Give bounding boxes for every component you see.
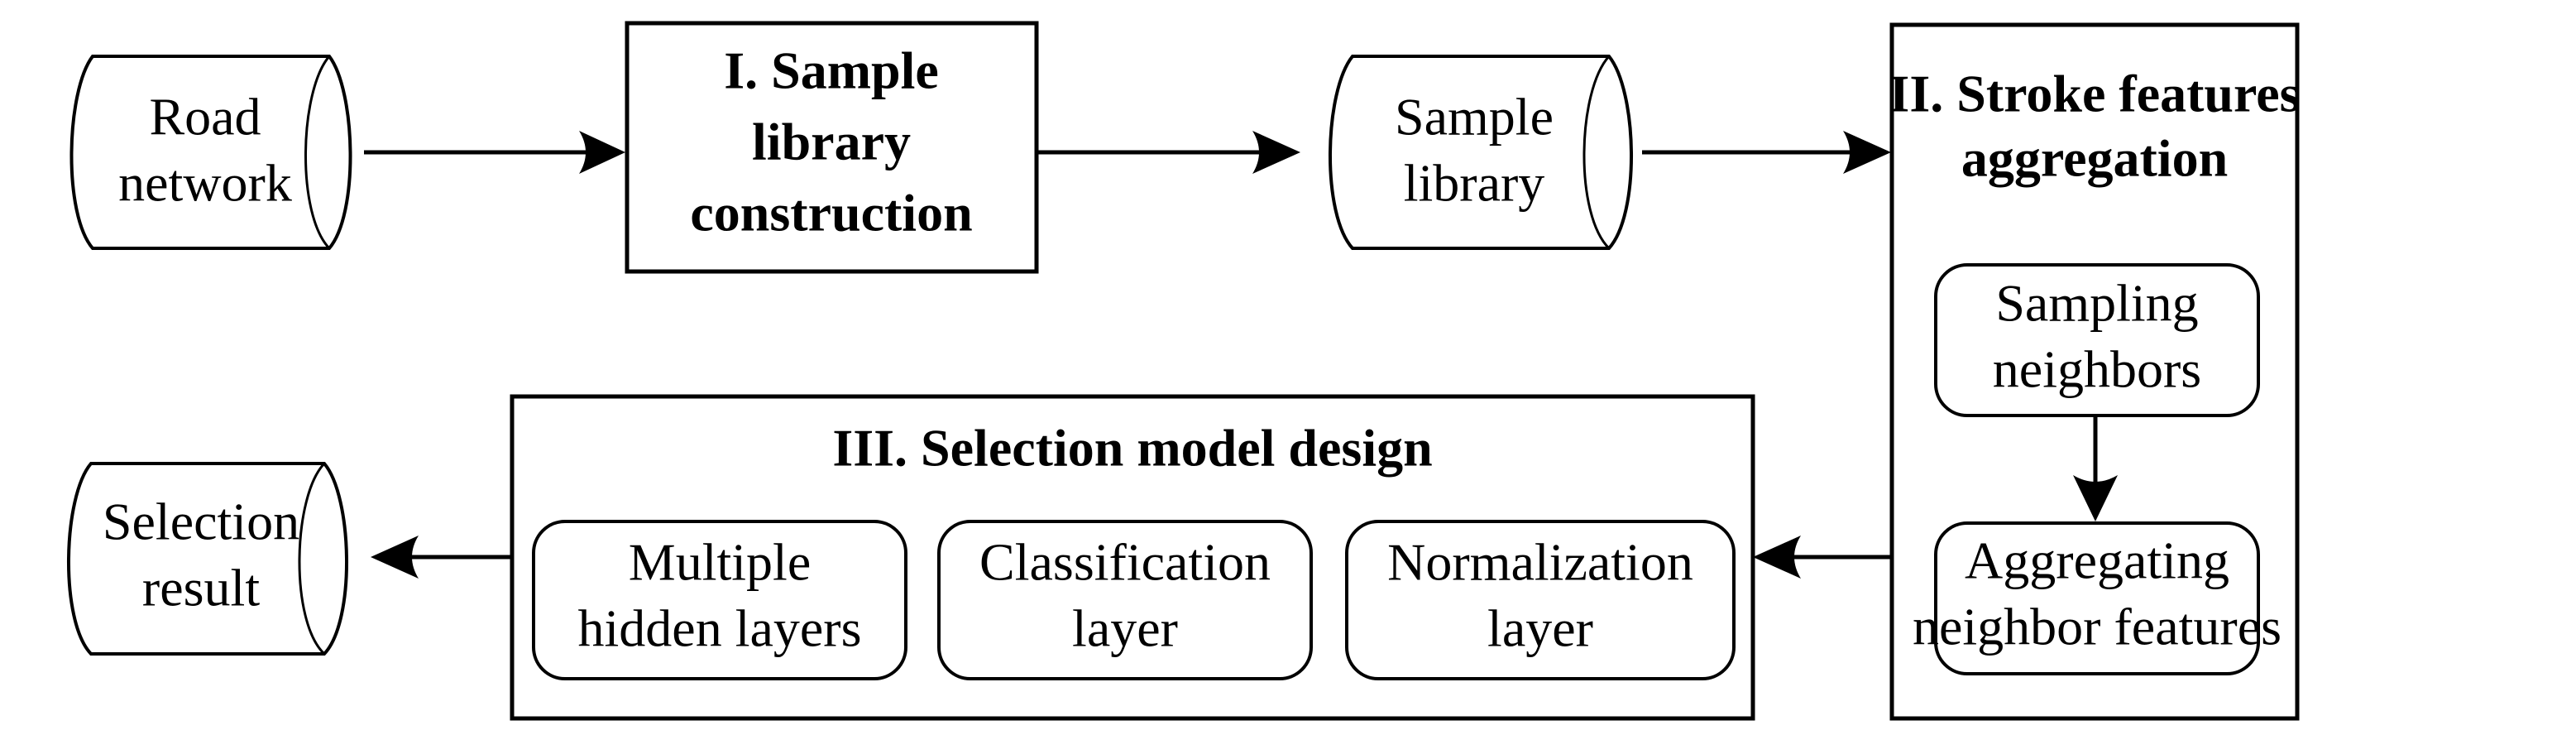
node-multiple-hidden-layers[interactable]: Multiple hidden layers — [532, 520, 907, 680]
normalization-layer-box — [1345, 520, 1736, 680]
node-aggregating-neighbor-features[interactable]: Aggregating neighbor features — [1913, 521, 2282, 675]
classification-layer-box — [937, 520, 1313, 680]
sample-library-cylinder-cap — [1582, 55, 1611, 250]
node-sample-library[interactable]: Sample library — [1329, 55, 1633, 250]
road-network-cylinder-cap — [304, 55, 331, 250]
edge-stage1-to-sample-library — [1037, 131, 1300, 174]
edge-sample-library-to-stage2 — [1642, 131, 1891, 174]
node-selection-result[interactable]: Selection result — [67, 462, 348, 656]
multiple-hidden-layers-box — [532, 520, 907, 680]
normalization-layer-label-line2: layer — [1487, 599, 1593, 658]
sample-library-label-line1: Sample — [1395, 88, 1554, 147]
stage1-label-line2: library — [752, 113, 911, 171]
arrowhead-left-icon — [371, 536, 419, 579]
node-normalization-layer[interactable]: Normalization layer — [1345, 520, 1736, 680]
normalization-layer-label-line1: Normalization — [1387, 533, 1693, 592]
arrowhead-right-icon — [1252, 131, 1300, 174]
classification-layer-label-line1: Classification — [979, 533, 1271, 592]
road-network-label-line1: Road — [149, 88, 261, 147]
aggregating-label-line2: neighbor features — [1913, 598, 2282, 656]
selection-result-cylinder-cap — [298, 462, 326, 656]
selection-result-label-line2: result — [142, 559, 260, 617]
edge-sampling-to-aggregating — [2073, 416, 2118, 521]
aggregating-neighbor-features-box — [1934, 521, 2260, 675]
stage1-label-line1: I. Sample — [724, 41, 939, 100]
multiple-hidden-layers-label-line1: Multiple — [629, 533, 811, 592]
edge-road-network-to-stage1 — [364, 131, 625, 174]
selection-result-label-line1: Selection — [103, 492, 299, 551]
node-stage2-stroke-features-aggregation[interactable]: II. Stroke features aggregation Sampling… — [1889, 22, 2301, 721]
node-classification-layer[interactable]: Classification layer — [937, 520, 1313, 680]
multiple-hidden-layers-label-line2: hidden layers — [578, 599, 862, 658]
edge-stage3-to-selection-result — [371, 536, 512, 579]
sample-library-label-line2: library — [1404, 154, 1545, 213]
aggregating-label-line1: Aggregating — [1965, 531, 2229, 590]
road-network-label-line2: network — [118, 154, 292, 213]
node-stage3-selection-model-design[interactable]: III. Selection model design Multiple hid… — [510, 394, 1755, 721]
stage2-label-line1: II. Stroke features — [1889, 65, 2300, 123]
stage1-box — [625, 21, 1039, 274]
sampling-neighbors-label-line2: neighbors — [1993, 340, 2201, 399]
arrowhead-right-icon — [579, 131, 625, 174]
node-road-network[interactable]: Road network — [69, 55, 352, 250]
road-network-cylinder-body — [69, 55, 352, 250]
edge-stage2-to-stage3 — [1753, 536, 1892, 579]
classification-layer-label-line2: layer — [1072, 599, 1178, 658]
sample-library-cylinder-body — [1329, 55, 1633, 250]
arrowhead-down-icon — [2073, 475, 2118, 521]
sampling-neighbors-label-line1: Sampling — [1995, 274, 2198, 333]
node-sampling-neighbors[interactable]: Sampling neighbors — [1934, 263, 2260, 417]
arrowhead-left-icon — [1753, 536, 1801, 579]
arrowhead-right-icon — [1843, 131, 1891, 174]
stage2-label-line2: aggregation — [1961, 129, 2228, 188]
node-stage1-sample-library-construction[interactable]: I. Sample library construction — [625, 21, 1039, 274]
stage3-label-line1: III. Selection model design — [832, 419, 1432, 478]
stage1-label-line3: construction — [690, 184, 972, 243]
